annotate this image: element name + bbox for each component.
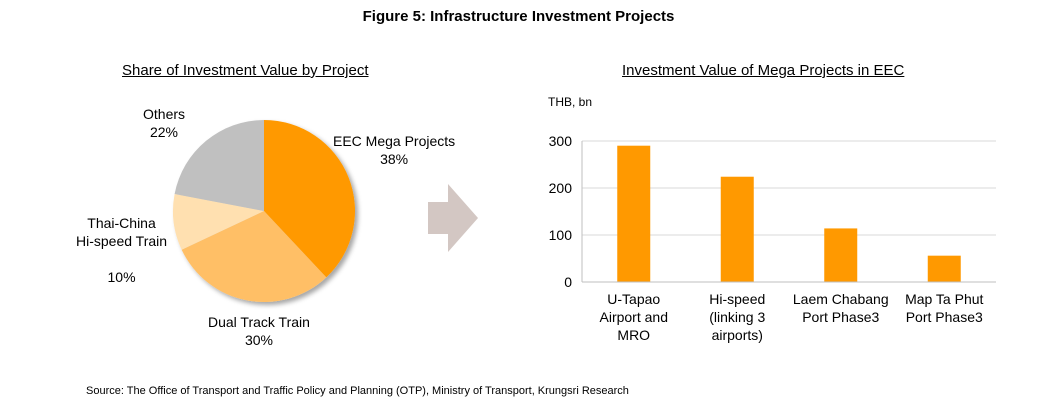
y-unit-label: THB, bn bbox=[548, 95, 592, 109]
y-tick-label: 200 bbox=[549, 180, 573, 196]
y-tick-label: 0 bbox=[564, 274, 572, 290]
pie-label-dual-track-name: Dual Track Train bbox=[208, 314, 310, 330]
figure-title: Figure 5: Infrastructure Investment Proj… bbox=[362, 8, 675, 25]
bar-2 bbox=[824, 228, 858, 282]
pie-label-others-pct: 22% bbox=[149, 124, 179, 140]
pie-label-dual-track-pct: 30% bbox=[244, 332, 273, 348]
pie-label-thai-china-name: Thai-China Hi-speed Train bbox=[76, 215, 168, 249]
pie-label-thai-china-pct: 10% bbox=[107, 269, 136, 285]
pie-slice-2 bbox=[173, 193, 264, 250]
bar-chart-title: Investment Value of Mega Projects in EEC bbox=[622, 62, 905, 79]
pie-label-others: Others 22% bbox=[143, 105, 185, 141]
bar-3 bbox=[927, 255, 961, 282]
pie-label-eec: EEC Mega Projects 38% bbox=[333, 132, 455, 168]
right-arrow-icon bbox=[428, 184, 478, 252]
pie-label-others-name: Others bbox=[143, 106, 186, 122]
source-note: Source: The Office of Transport and Traf… bbox=[86, 385, 629, 397]
pie-slice-1 bbox=[181, 211, 327, 302]
pie-label-dual-track: Dual Track Train 30% bbox=[208, 313, 310, 349]
y-tick-label: 100 bbox=[549, 227, 573, 243]
pie-label-eec-pct: 38% bbox=[380, 151, 409, 167]
bar-1 bbox=[720, 176, 754, 282]
right-arrow-shape bbox=[428, 184, 478, 252]
pie-slice-0 bbox=[264, 120, 355, 278]
pie-chart bbox=[173, 120, 355, 302]
bar-0 bbox=[617, 145, 651, 282]
pie-chart-title: Share of Investment Value by Project bbox=[122, 62, 369, 79]
pie-slice-3 bbox=[174, 120, 264, 211]
pie-label-thai-china: Thai-China Hi-speed Train 10% bbox=[76, 196, 167, 304]
pie-label-eec-name: EEC Mega Projects bbox=[333, 133, 456, 149]
y-tick-label: 300 bbox=[549, 133, 573, 149]
